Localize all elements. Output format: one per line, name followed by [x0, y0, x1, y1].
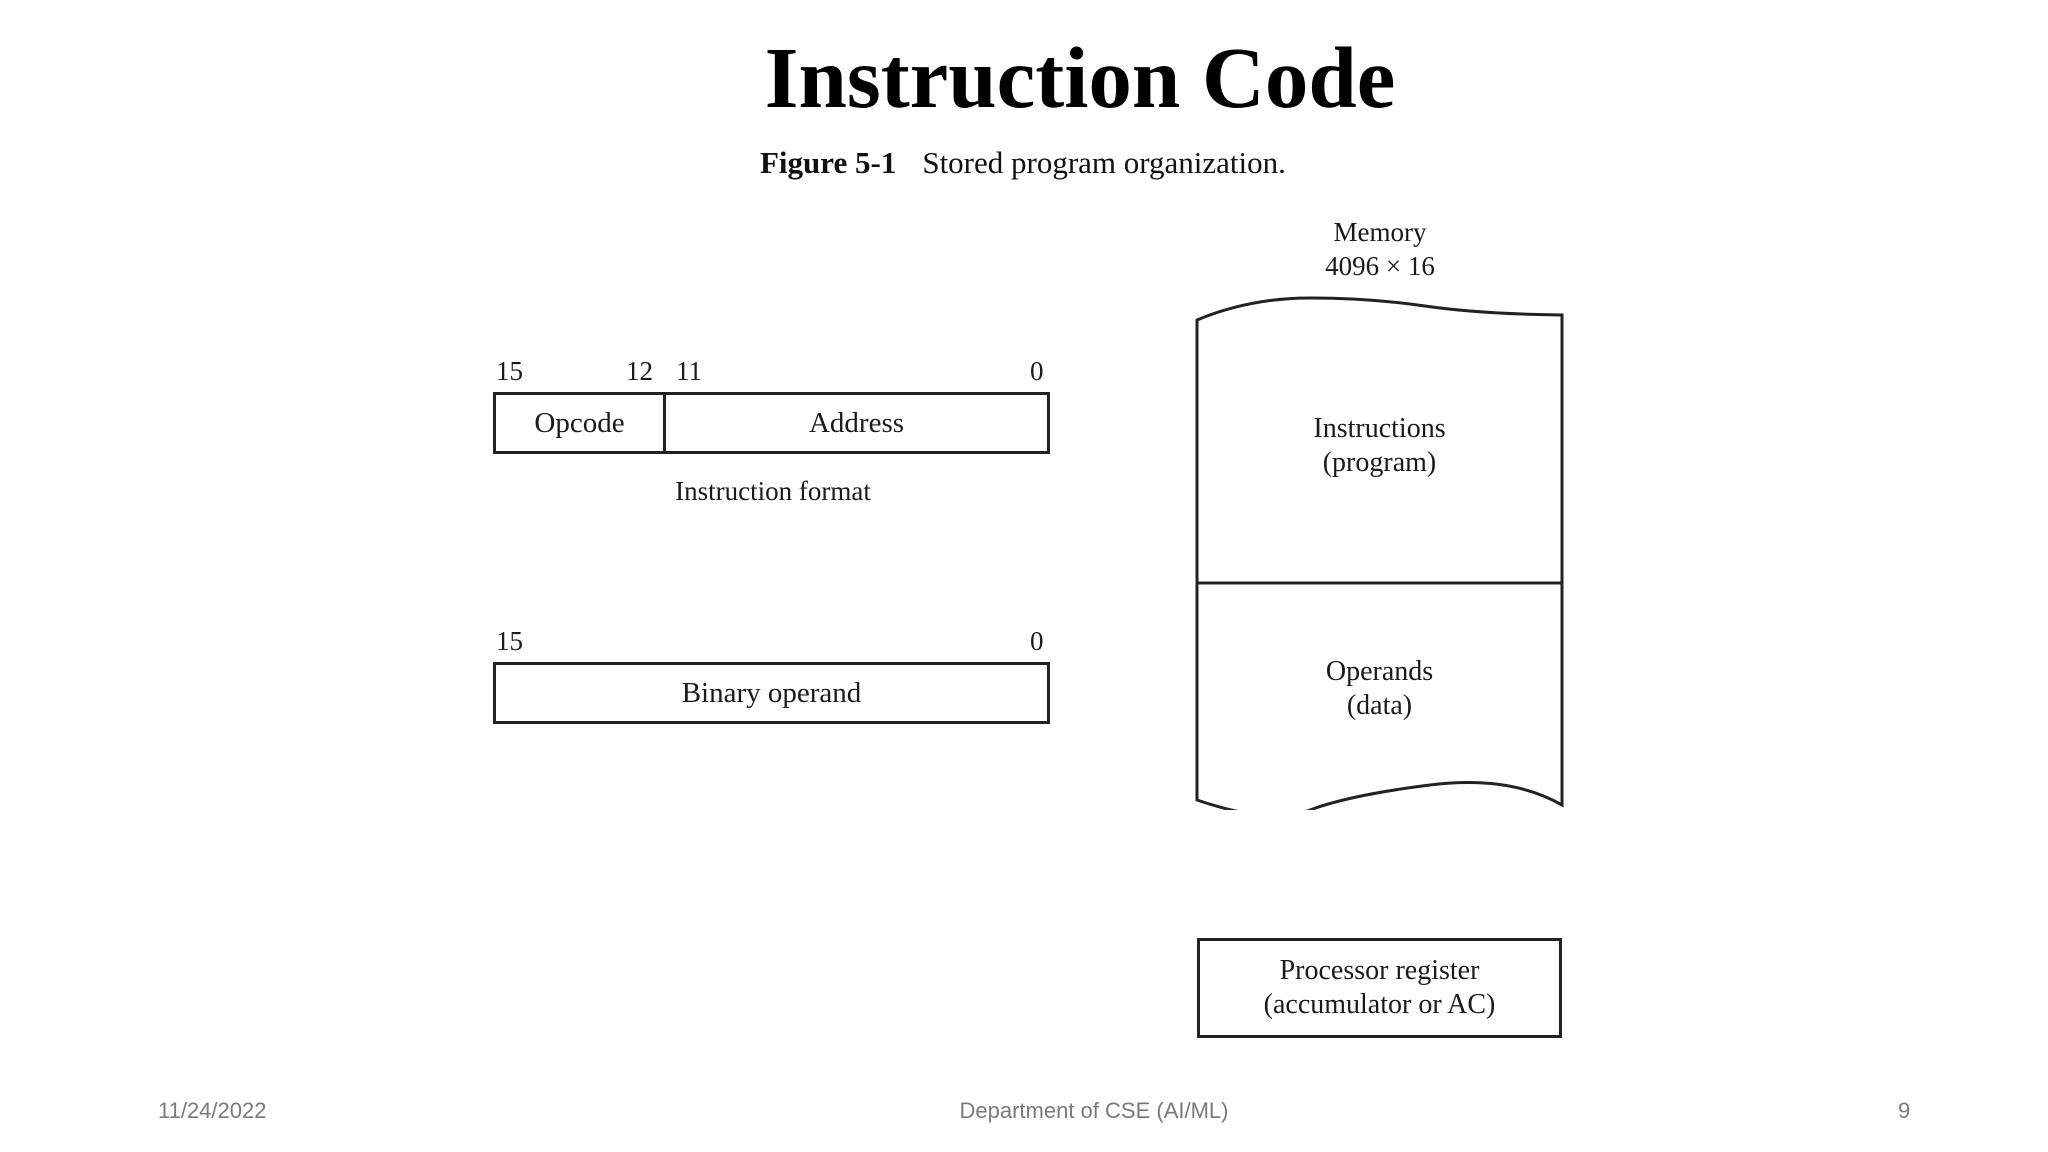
figure-number: Figure 5-1 [760, 145, 897, 180]
footer-page-number: 9 [1898, 1098, 1911, 1123]
processor-register-box: Processor register (accumulator or AC) [1197, 938, 1562, 1038]
bit-label-0: 0 [1030, 356, 1044, 386]
slide-title: Instruction Code [764, 29, 1396, 126]
instruction-format-label: Instruction format [675, 476, 871, 506]
bit-label-15: 15 [496, 626, 523, 656]
address-field: Address [808, 406, 905, 439]
memory-size: 4096 × 16 [1325, 251, 1435, 281]
accumulator-label: (accumulator or AC) [1263, 989, 1496, 1020]
memory-section-instructions: Instructions (program) [1197, 412, 1562, 480]
memory-block [1195, 296, 1564, 810]
processor-register-label: Processor register [1279, 955, 1480, 986]
memory-outline [1195, 296, 1564, 810]
instruction-format-box: Opcode Address [493, 392, 1050, 454]
binary-operand-diagram: 15 0 Binary operand [493, 624, 1053, 734]
operands-label: Operands [1325, 656, 1434, 687]
memory-label: Memory [1333, 217, 1427, 247]
footer-department: Department of CSE (AI/ML) [959, 1098, 1229, 1123]
footer-date: 11/24/2022 [158, 1098, 267, 1123]
bit-label-12: 12 [626, 356, 653, 386]
bit-label-11: 11 [676, 356, 702, 386]
memory-section-operands: Operands (data) [1197, 655, 1562, 723]
figure-caption: Figure 5-1 Stored program organization. [760, 145, 1286, 181]
bit-label-0: 0 [1030, 626, 1044, 656]
figure-caption-text: Stored program organization. [922, 145, 1286, 180]
data-label: (data) [1346, 690, 1413, 721]
instruction-format-diagram: 15 12 11 0 Opcode Address Instruction fo… [493, 354, 1053, 514]
bit-label-15: 15 [496, 356, 523, 386]
program-label: (program) [1322, 447, 1437, 478]
opcode-field: Opcode [496, 395, 666, 451]
instructions-label: Instructions [1313, 413, 1446, 444]
memory-heading: Memory 4096 × 16 [1240, 215, 1520, 283]
binary-operand-box: Binary operand [493, 662, 1050, 724]
